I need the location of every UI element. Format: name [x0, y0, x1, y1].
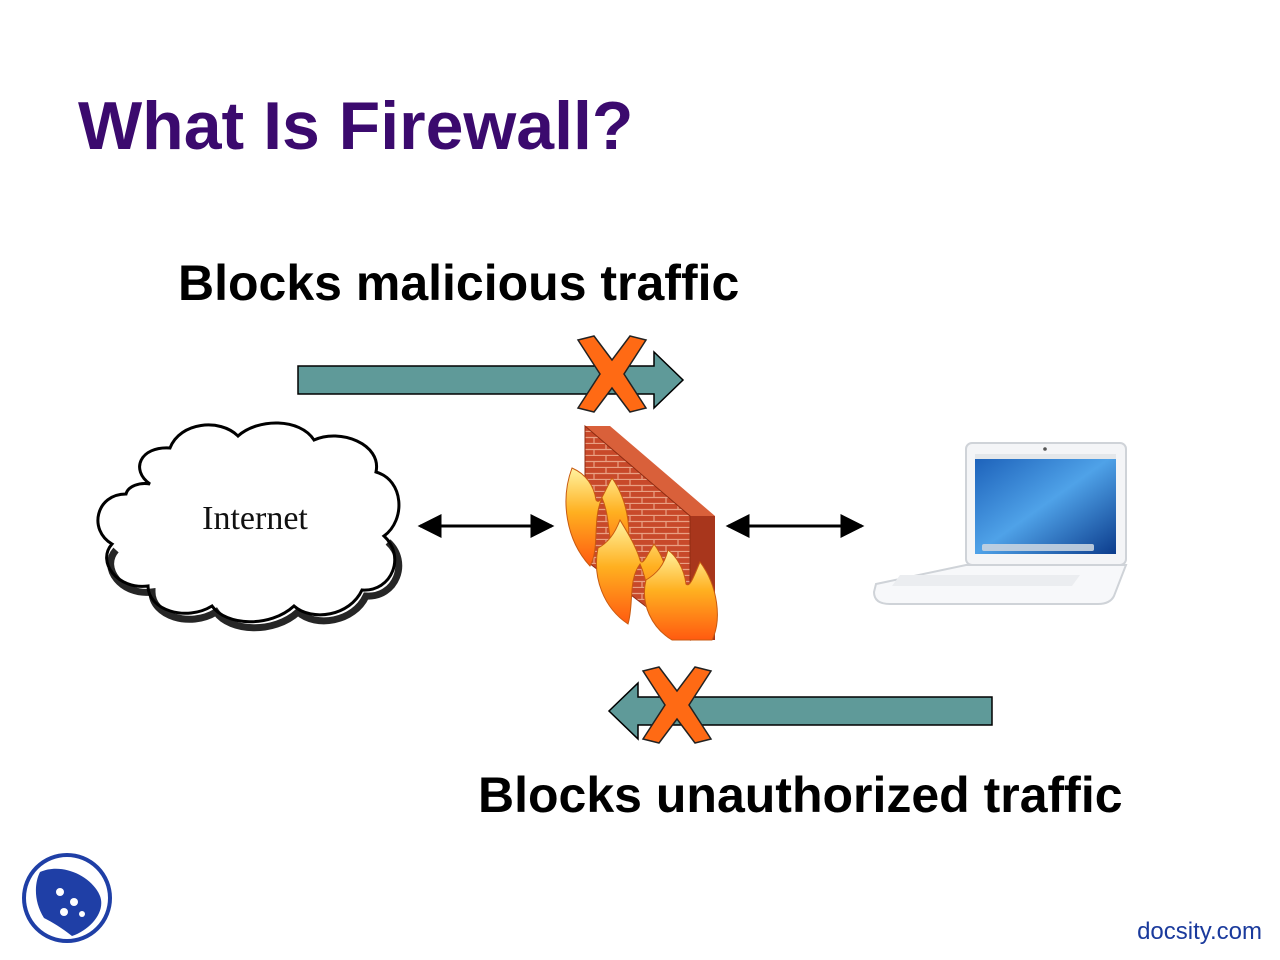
- unauthorized-traffic-arrow: [607, 681, 993, 741]
- laptop-icon: [872, 442, 1128, 605]
- firewall-icon: [565, 424, 718, 642]
- cloud-icon: [96, 421, 403, 632]
- docsity-logo-icon: [22, 853, 112, 943]
- docsity-brand-link[interactable]: docsity.com: [1137, 918, 1262, 945]
- blocked-x-icon: [641, 666, 713, 744]
- label-unauthorized-traffic: Blocks unauthorized traffic: [478, 767, 1123, 823]
- slide-title: What Is Firewall?: [78, 88, 634, 164]
- blocked-x-icon: [576, 335, 648, 413]
- cloud-label-internet: Internet: [202, 500, 308, 537]
- label-malicious-traffic: Blocks malicious traffic: [178, 255, 740, 311]
